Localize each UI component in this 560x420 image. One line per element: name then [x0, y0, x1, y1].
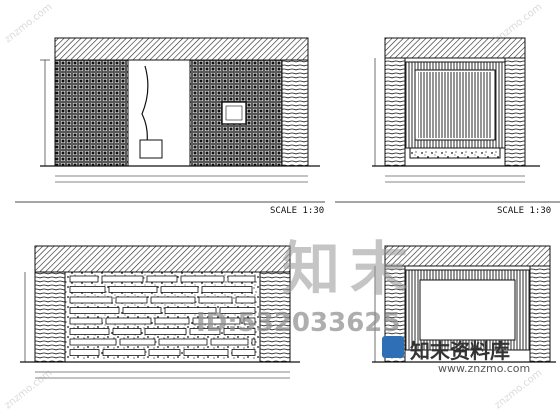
id-watermark: ID:532033625: [196, 308, 401, 338]
wall-slat: [180, 275, 225, 283]
wall-slat: [160, 286, 199, 293]
wall-slat: [192, 317, 241, 325]
wall-slat: [146, 275, 178, 283]
wall-slat: [69, 317, 103, 325]
logo-text: 知末资料库: [410, 339, 510, 363]
logo-badge: 知末资料库 www.znzmo.com: [378, 332, 543, 380]
wall-slat: [69, 349, 100, 356]
wall-slat: [69, 286, 106, 293]
wall-slat: [119, 338, 156, 346]
wall-slat: [108, 286, 158, 293]
wall-slat: [69, 307, 120, 314]
brand-watermark-glyphs: 知末: [282, 235, 419, 303]
elevation-bottom-left: [20, 245, 300, 379]
wall-slat: [144, 328, 187, 335]
wall-slat: [101, 275, 144, 283]
wall-slat: [164, 307, 217, 314]
wall-slat: [105, 317, 152, 325]
wall-slat: [243, 317, 256, 325]
elevation-top-left: [15, 37, 325, 203]
wall-slat: [69, 338, 117, 346]
elevation-top-right: [335, 37, 560, 203]
wall-slat: [112, 328, 142, 335]
wall-slat: [69, 328, 110, 335]
wall-slat: [69, 296, 113, 304]
logo-mark-icon: [382, 336, 404, 358]
wall-slat: [189, 328, 221, 335]
wall-slat: [154, 317, 190, 325]
wall-slat: [251, 338, 256, 346]
wall-slat: [227, 275, 256, 283]
scale-label: SCALE 1:30: [497, 206, 552, 216]
wall-slat: [219, 307, 256, 314]
wall-slat: [198, 296, 233, 304]
wall-slat: [69, 275, 99, 283]
wall-slat: [148, 349, 181, 356]
wall-slat: [210, 338, 249, 346]
wall-slat: [235, 296, 256, 304]
wall-slat: [122, 307, 162, 314]
wall-slat: [231, 349, 256, 356]
wall-slat: [102, 349, 146, 356]
logo-url: www.znzmo.com: [438, 362, 531, 375]
scale-label: SCALE 1:30: [270, 206, 325, 216]
wall-slat: [150, 296, 196, 304]
wall-slat: [115, 296, 148, 304]
wall-slat: [223, 328, 256, 335]
wall-slat: [201, 286, 253, 293]
elevation-bottom-right: [372, 245, 556, 363]
wall-slat: [158, 338, 208, 346]
wall-slat: [183, 349, 229, 356]
